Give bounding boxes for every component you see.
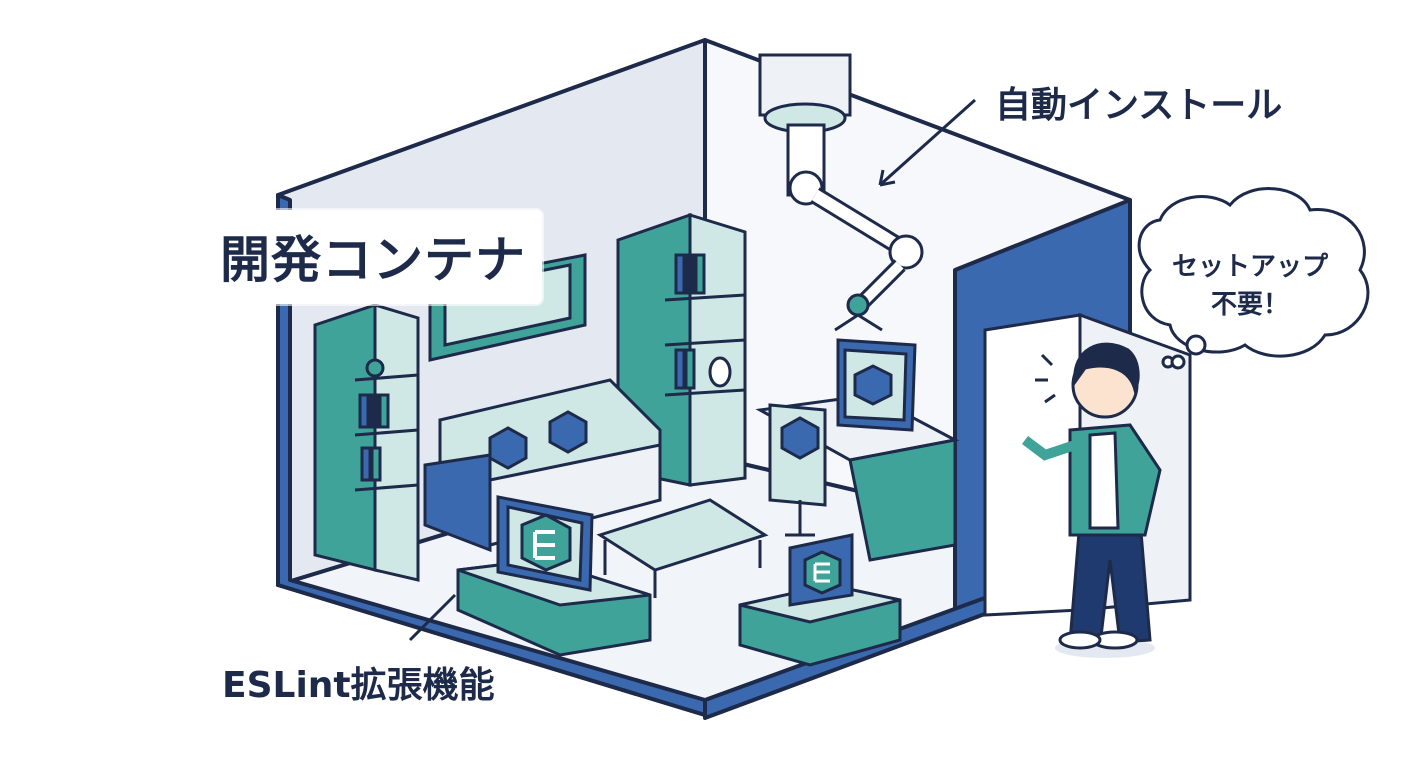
docker-like-hex-icon [488,426,528,470]
auto-install-arrow [878,98,977,187]
speech-line-1: セットアップ [1171,252,1328,282]
eslint-e-icon [520,513,572,572]
eslint-e-icon [803,550,842,595]
tv-stand [456,495,652,657]
robot-arm [758,53,924,332]
speech-bubble [1137,187,1370,370]
bookshelf-left [313,302,420,582]
person [1022,342,1162,658]
auto-install-label: 自動インストール [995,85,1283,126]
coffee-table [596,498,769,598]
container-title: 開発コンテナ [210,210,542,304]
desk [755,338,960,562]
eslint-extension-label: ESLint拡張機能 [222,665,495,706]
eslint-arrow [408,593,457,642]
speech-line-2: 不要！ [1210,290,1289,320]
side-stand [738,533,902,667]
speech-bubble-text: セットアップ 不要！ [1150,248,1350,324]
callout-arrows [408,98,977,642]
